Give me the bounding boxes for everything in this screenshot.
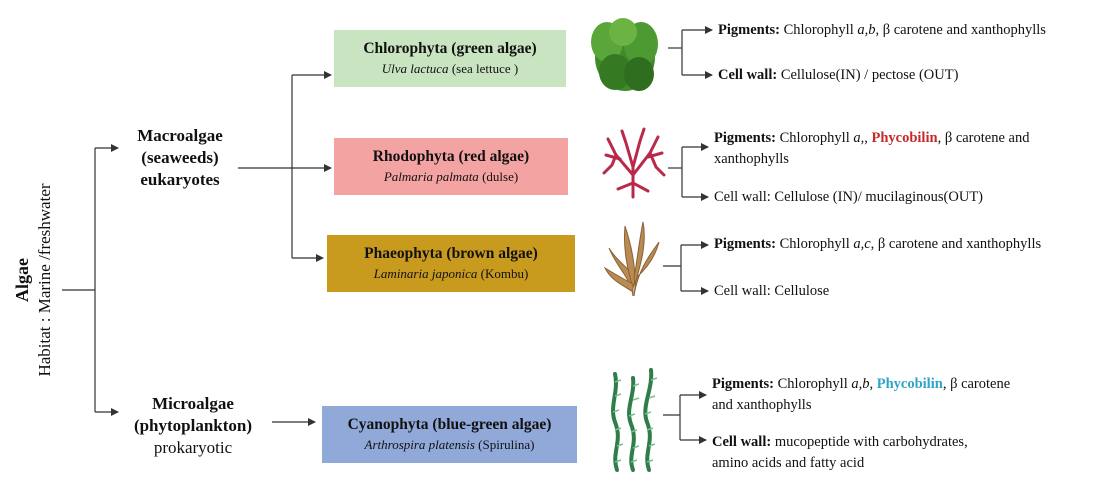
macro-line2: (seaweeds) bbox=[141, 148, 218, 167]
cyano-wall-line2: amino acids and fatty acid bbox=[712, 455, 864, 471]
root-habitat: Habitat : Marine /freshwater bbox=[34, 183, 55, 376]
chloro-pigments-text: Chlorophyll bbox=[784, 22, 854, 38]
cyano-phycobilin: Phycobilin bbox=[877, 376, 943, 392]
cyano-pigments-line2: and xanthophylls bbox=[712, 397, 811, 413]
chlorophyta-title: Chlorophyta (green algae) bbox=[334, 39, 566, 60]
cyano-wall-label: Cell wall: bbox=[712, 434, 771, 450]
phaeophyta-common: (Kombu) bbox=[481, 266, 529, 281]
micro-line3: prokaryotic bbox=[154, 438, 232, 457]
chlorophyta-common: (sea lettuce ) bbox=[452, 61, 518, 76]
rhodo-pigments-ital: a, bbox=[853, 130, 864, 146]
chloro-pigments-label: Pigments: bbox=[718, 22, 780, 38]
rhodophyta-cell-wall: Cell wall: Cellulose (IN)/ mucilaginous(… bbox=[714, 187, 1099, 208]
rhodo-pigments-label: Pigments: bbox=[714, 130, 776, 146]
cyano-pigments-label: Pigments: bbox=[712, 376, 774, 392]
box-cyanophyta: Cyanophyta (blue-green algae) Arthrospir… bbox=[322, 406, 577, 463]
cyano-pigments-ital: a,b, bbox=[851, 376, 873, 392]
chloro-wall-text: Cellulose(IN) / pectose (OUT) bbox=[781, 67, 959, 83]
rhodo-pigments-text: Chlorophyll bbox=[780, 130, 850, 146]
cyanophyta-common: (Spirulina) bbox=[478, 437, 534, 452]
chlorophyta-pigments: Pigments: Chlorophyll a,b, β carotene an… bbox=[718, 20, 1103, 41]
cyanophyta-species: Arthrospira platensis bbox=[365, 437, 475, 452]
phaeo-pigments-rest: , β carotene and xanthophylls bbox=[871, 236, 1041, 252]
rhodophyta-title: Rhodophyta (red algae) bbox=[334, 147, 568, 168]
phaeophyta-species: Laminaria japonica bbox=[374, 266, 478, 281]
box-phaeophyta: Phaeophyta (brown algae) Laminaria japon… bbox=[327, 235, 575, 292]
phaeo-pigments-ital: a,c bbox=[853, 236, 870, 252]
rhodo-pigments-comma: , bbox=[864, 130, 868, 146]
box-rhodophyta: Rhodophyta (red algae) Palmaria palmata … bbox=[334, 138, 568, 195]
phaeophyta-title: Phaeophyta (brown algae) bbox=[327, 244, 575, 265]
spirulina-illustration bbox=[605, 362, 665, 474]
cyano-pigments-text: Chlorophyll bbox=[778, 376, 848, 392]
rhodophyta-pigments: Pigments: Chlorophyll a,, Phycobilin, β … bbox=[714, 128, 1099, 170]
macro-line1: Macroalgae bbox=[137, 126, 223, 145]
group-microalgae: Microalgae (phytoplankton) prokaryotic bbox=[113, 393, 273, 459]
rhodo-pigments-rest: , β carotene and bbox=[938, 130, 1030, 146]
phaeo-pigments-label: Pigments: bbox=[714, 236, 776, 252]
rhodo-phycobilin: Phycobilin bbox=[871, 130, 937, 146]
group-macroalgae: Macroalgae (seaweeds) eukaryotes bbox=[118, 125, 242, 191]
red-seaweed-illustration bbox=[598, 125, 668, 200]
rhodo-pigments-line2: xanthophylls bbox=[714, 151, 789, 167]
cyano-pigments-rest: , β carotene bbox=[943, 376, 1010, 392]
green-seaweed-illustration bbox=[585, 12, 665, 102]
cyanophyta-title: Cyanophyta (blue-green algae) bbox=[322, 415, 577, 436]
chloro-wall-label: Cell wall: bbox=[718, 67, 777, 83]
macro-line3: eukaryotes bbox=[140, 170, 219, 189]
root-label: Algae Habitat : Marine /freshwater bbox=[8, 120, 58, 440]
rhodo-wall-text: Cell wall: Cellulose (IN)/ mucilaginous(… bbox=[714, 189, 983, 205]
rhodophyta-species: Palmaria palmata bbox=[384, 169, 479, 184]
phaeo-pigments-text: Chlorophyll bbox=[780, 236, 850, 252]
chlorophyta-cell-wall: Cell wall: Cellulose(IN) / pectose (OUT) bbox=[718, 65, 1103, 86]
chloro-pigments-rest: , β carotene and xanthophylls bbox=[875, 22, 1045, 38]
cyano-wall-text: mucopeptide with carbohydrates, bbox=[775, 434, 968, 450]
micro-line2: (phytoplankton) bbox=[134, 416, 252, 435]
chloro-pigments-ital: a,b bbox=[857, 22, 875, 38]
brown-kelp-illustration bbox=[603, 218, 665, 298]
cyanophyta-pigments: Pigments: Chlorophyll a,b, Phycobilin, β… bbox=[712, 374, 1097, 416]
phaeo-wall-text: Cell wall: Cellulose bbox=[714, 283, 829, 299]
root-title: Algae bbox=[11, 183, 34, 376]
box-chlorophyta: Chlorophyta (green algae) Ulva lactuca (… bbox=[334, 30, 566, 87]
phaeophyta-pigments: Pigments: Chlorophyll a,c, β carotene an… bbox=[714, 234, 1103, 255]
micro-line1: Microalgae bbox=[152, 394, 234, 413]
rhodophyta-common: (dulse) bbox=[482, 169, 518, 184]
phaeophyta-cell-wall: Cell wall: Cellulose bbox=[714, 281, 1099, 302]
chlorophyta-species: Ulva lactuca bbox=[382, 61, 449, 76]
cyanophyta-cell-wall: Cell wall: mucopeptide with carbohydrate… bbox=[712, 432, 1097, 474]
